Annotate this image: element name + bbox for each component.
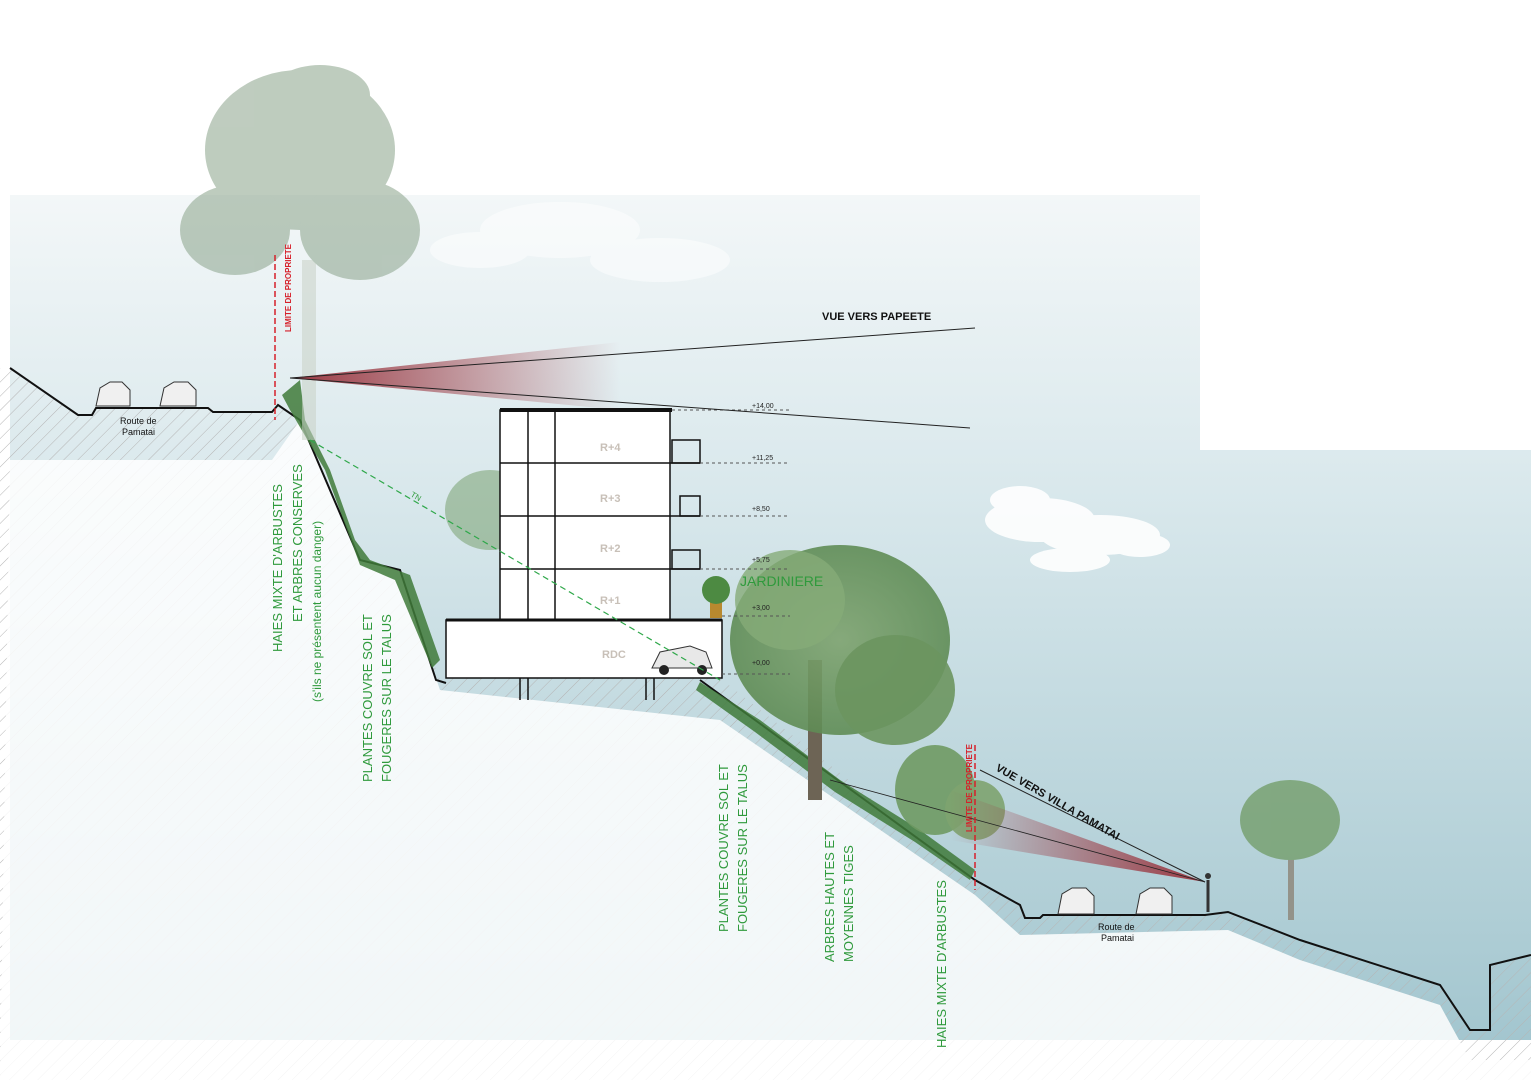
road-label-right-2: Pamatai bbox=[1101, 933, 1134, 943]
property-limit-label-left: LIMITE DE PROPRIETE bbox=[284, 243, 293, 332]
cloud-shapes-faint bbox=[430, 202, 730, 282]
floor-label-rdc: RDC bbox=[602, 649, 626, 661]
svg-text:FOUGERES SUR LE TALUS: FOUGERES SUR LE TALUS bbox=[379, 614, 394, 782]
ground-white-fill bbox=[0, 420, 1531, 1080]
planter-label: JARDINIERE bbox=[740, 573, 823, 589]
view-papeete-label: VUE VERS PAPEETE bbox=[822, 311, 931, 323]
note-haies: HAIES MIXTE D'ARBUSTES bbox=[934, 880, 949, 1048]
slope-vegetation-upper bbox=[282, 380, 440, 668]
view-cone-villa bbox=[950, 790, 1205, 882]
svg-text:(s'ils ne présentent aucun dan: (s'ils ne présentent aucun danger) bbox=[310, 521, 324, 702]
svg-text:HAIES MIXTE D'ARBUSTES: HAIES MIXTE D'ARBUSTES bbox=[270, 484, 285, 652]
floor-label-r3: R+3 bbox=[600, 493, 621, 505]
car-left-1 bbox=[95, 381, 131, 407]
level-ticks bbox=[672, 409, 790, 675]
view-cone-papeete bbox=[290, 342, 620, 410]
sightline-villa-upper bbox=[979, 769, 1206, 883]
car-left-2 bbox=[159, 381, 197, 407]
level-label-0: +0,00 bbox=[752, 660, 770, 667]
note-arbres: ARBRES HAUTES ET MOYENNES TIGES bbox=[822, 832, 856, 962]
person-viewer-right bbox=[1205, 873, 1211, 912]
level-label-8: +8,50 bbox=[752, 506, 770, 513]
road-label-left-2: Pamatai bbox=[122, 427, 155, 437]
tn-line bbox=[309, 439, 721, 681]
svg-text:FOUGERES SUR LE TALUS: FOUGERES SUR LE TALUS bbox=[735, 764, 750, 932]
sightline-villa-lower bbox=[829, 779, 1206, 883]
level-label-5: +5,75 bbox=[752, 557, 770, 564]
property-limit-label-right: LIMITE DE PROPRIETE bbox=[965, 743, 974, 832]
floor-label-r1: R+1 bbox=[600, 595, 621, 607]
level-label-14: +14,00 bbox=[752, 403, 774, 410]
svg-text:PLANTES COUVRE SOL ET: PLANTES COUVRE SOL ET bbox=[360, 614, 375, 782]
road-label-left-1: Route de bbox=[120, 416, 157, 426]
slope-vegetation-lower bbox=[696, 682, 975, 880]
level-label-11: +11,25 bbox=[752, 455, 773, 462]
svg-text:PLANTES COUVRE SOL ET: PLANTES COUVRE SOL ET bbox=[716, 764, 731, 932]
sightline-papeete-upper bbox=[289, 327, 976, 379]
sightline-papeete-lower bbox=[289, 377, 971, 429]
ground-profile-line bbox=[9, 367, 1531, 1031]
svg-text:HAIES MIXTE D'ARBUSTES: HAIES MIXTE D'ARBUSTES bbox=[934, 880, 949, 1048]
note-plantes-haut: PLANTES COUVRE SOL ET FOUGERES SUR LE TA… bbox=[360, 614, 394, 782]
note-haies-arbres: HAIES MIXTE D'ARBUSTES ET ARBRES CONSERV… bbox=[270, 464, 324, 702]
svg-text:MOYENNES TIGES: MOYENNES TIGES bbox=[841, 845, 856, 962]
large-tree bbox=[730, 545, 955, 800]
eucalyptus-tree bbox=[180, 65, 420, 440]
car-right-2 bbox=[1135, 887, 1173, 915]
planter-plant bbox=[702, 576, 730, 618]
palm-tree-right bbox=[1240, 780, 1340, 920]
svg-text:ARBRES HAUTES ET: ARBRES HAUTES ET bbox=[822, 832, 837, 962]
svg-text:ET ARBRES CONSERVES: ET ARBRES CONSERVES bbox=[290, 464, 305, 622]
note-plantes-bas: PLANTES COUVRE SOL ET FOUGERES SUR LE TA… bbox=[716, 764, 750, 932]
floor-label-r2: R+2 bbox=[600, 543, 621, 555]
road-label-right-1: Route de bbox=[1098, 922, 1135, 932]
car-right-1 bbox=[1057, 887, 1095, 915]
floor-label-r4: R+4 bbox=[600, 442, 621, 454]
cloud-shapes bbox=[985, 486, 1170, 572]
level-label-3: +3,00 bbox=[752, 605, 770, 612]
